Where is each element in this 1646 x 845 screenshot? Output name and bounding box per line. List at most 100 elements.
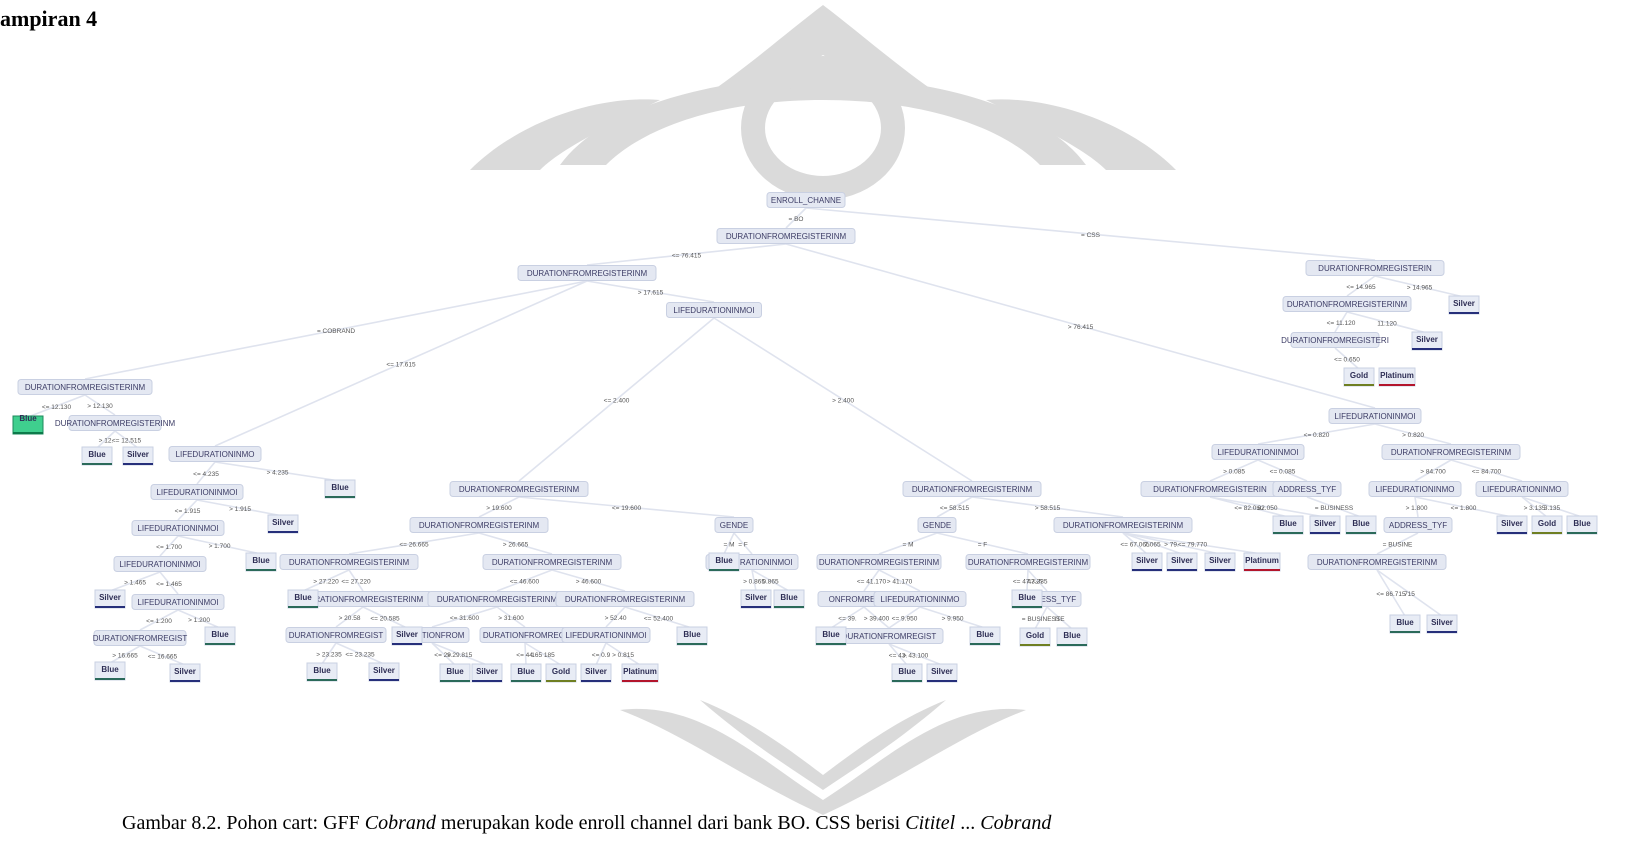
tree-leaf-platinum: Platinum xyxy=(1243,552,1281,572)
tree-node-label: DURATIONFROMREGISTERINM xyxy=(1063,521,1184,530)
tree-node-label: DURATIONFROMREGIST xyxy=(842,632,937,641)
tree-edge xyxy=(971,496,1124,518)
tree-edge xyxy=(177,535,262,555)
tree-node: ENROLL_CHANNE xyxy=(766,192,846,208)
edge-label: 47.335 xyxy=(1028,579,1048,586)
tree-node-label: DURATIONFROMREGISTERI xyxy=(1281,336,1389,345)
edge-label: > 79. xyxy=(1164,542,1179,549)
tree-node: DURATIONFROMREGISTERINM xyxy=(965,554,1091,570)
tree-leaf-label: Silver xyxy=(1171,556,1193,565)
tree-leaf-label: Silver xyxy=(1453,299,1475,308)
tree-edge xyxy=(1521,496,1583,518)
tree-node: LIFEDURATIONINMOI xyxy=(113,556,207,572)
tree-leaf-label: Blue xyxy=(331,483,349,492)
tree-node: DURATIONFROMREGISTERINM xyxy=(427,591,567,607)
tree-leaf-label: Platinum xyxy=(623,667,657,676)
tree-edge xyxy=(431,642,488,666)
edge-label: > 58.515 xyxy=(1035,505,1061,512)
tree-node-label: LIFEDURATIONINMOI xyxy=(137,524,218,533)
tree-edge xyxy=(27,394,86,418)
tree-edge xyxy=(1414,496,1419,518)
leaf-class-bar xyxy=(205,643,235,645)
tree-edge xyxy=(1374,275,1465,298)
tree-edge xyxy=(878,569,921,592)
tree-node-label: ENROLL_CHANNE xyxy=(771,196,841,205)
edge-label: <= 0.085 xyxy=(1270,469,1296,476)
tree-leaf-label: Blue xyxy=(683,630,701,639)
tree-leaf-silver: Silver xyxy=(580,663,612,683)
tree-edge xyxy=(751,569,790,592)
tree-edge xyxy=(139,645,186,666)
tree-leaf-label: Gold xyxy=(1026,631,1044,640)
tree-leaf-label: Blue xyxy=(715,556,733,565)
tree-edge xyxy=(888,643,908,666)
tree-edge xyxy=(1046,606,1073,630)
leaf-class-bar xyxy=(1567,532,1597,534)
leaf-class-bar xyxy=(325,496,355,498)
tree-edge xyxy=(1122,532,1183,555)
edge-label: <= 58.515 xyxy=(940,505,970,512)
tree-node: LIFEDURATIONINMOI xyxy=(666,302,762,318)
edge-label: <= 14.965 xyxy=(1346,284,1376,291)
tree-edge xyxy=(84,394,116,416)
edge-label: 715 xyxy=(1404,591,1415,598)
tree-leaf-label: Silver xyxy=(1136,556,1158,565)
tree-node: DURATIONFROMREGIST xyxy=(285,627,387,643)
tree-node-label: LIFEDURATIONINMOI xyxy=(673,306,754,315)
edge-label: > 14.965 xyxy=(1407,285,1433,292)
leaf-class-bar xyxy=(709,569,739,571)
tree-node-label: DURATIONFROMREGISTERINM xyxy=(419,521,540,530)
tree-node: DURATIONFROMREGISTERINM xyxy=(1282,296,1412,312)
tree-leaf-silver: Silver xyxy=(368,662,400,682)
tree-leaf-label: Blue xyxy=(822,630,840,639)
tree-edge xyxy=(159,571,179,595)
tree-edge xyxy=(518,317,715,482)
tree-node-label: DURATIONFROMREGISTERINM xyxy=(492,558,613,567)
leaf-class-bar xyxy=(1273,532,1303,534)
edge-label: 165 185 xyxy=(531,652,555,659)
tree-edge xyxy=(496,606,526,628)
tree-edge xyxy=(524,642,562,666)
tree-leaf-label: Silver xyxy=(127,450,149,459)
tree-leaf-label: Silver xyxy=(476,667,498,676)
tree-node: LIFEDURATIONINMOI xyxy=(1328,408,1422,424)
tree-node: DURATIONFROMREGISTERINM xyxy=(1307,554,1447,570)
tree-edge xyxy=(936,496,973,518)
tree-edge xyxy=(723,532,735,555)
tree-edge xyxy=(431,642,456,666)
leaf-class-bar xyxy=(95,678,125,680)
tree-node: DURATIONFROMREGISTERIN xyxy=(1305,260,1445,276)
edge-label: <= 44. xyxy=(516,652,535,659)
tree-edge xyxy=(1257,459,1308,482)
tree-node-label: DURATIONFROMREGISTERINM xyxy=(459,485,580,494)
tree-node: LIFEDURATIONINMOI xyxy=(131,520,225,536)
tree-edge xyxy=(888,606,921,629)
tree-leaf-label: Blue xyxy=(211,630,229,639)
tree-node: LIFEDURATIONINMO xyxy=(1475,481,1569,497)
caption-part: merupakan kode enroll channel dari bank … xyxy=(435,812,906,834)
edge-label: > 26.665 xyxy=(503,542,529,549)
tree-edge xyxy=(1257,423,1376,445)
leaf-class-bar xyxy=(95,606,125,608)
tree-leaf-label: Blue xyxy=(1279,519,1297,528)
tree-node: GENDE xyxy=(714,517,754,533)
tree-edge xyxy=(863,606,890,629)
edge-label: <= 23.235 xyxy=(345,652,375,659)
leaf-class-bar xyxy=(1532,532,1562,534)
tree-node: DURATIONFROMREGISTERINM xyxy=(816,554,942,570)
edge-label: > 0.085 xyxy=(1223,469,1245,476)
leaf-class-bar xyxy=(581,680,611,682)
edge-label: <= 1.700 xyxy=(156,544,182,551)
page-heading: ampiran 4 xyxy=(0,6,98,31)
leaf-class-bar xyxy=(1057,644,1087,646)
tree-node-label: DURATIONFROMREGISTERINM xyxy=(25,383,146,392)
tree-leaf-silver: Silver xyxy=(1309,515,1341,535)
tree-node: DURATIONFROMREGISTERINM xyxy=(902,481,1042,497)
tree-edge xyxy=(1306,496,1362,518)
caption-part: Cobrand xyxy=(980,812,1052,834)
leaf-class-bar xyxy=(1344,384,1374,386)
tree-node: DURATIONFROMREGISTERINM xyxy=(716,228,856,244)
tree-node-label: LIFEDURATIONINMO xyxy=(881,595,960,604)
tree-edge xyxy=(1376,569,1443,617)
tree-edge xyxy=(586,280,715,303)
